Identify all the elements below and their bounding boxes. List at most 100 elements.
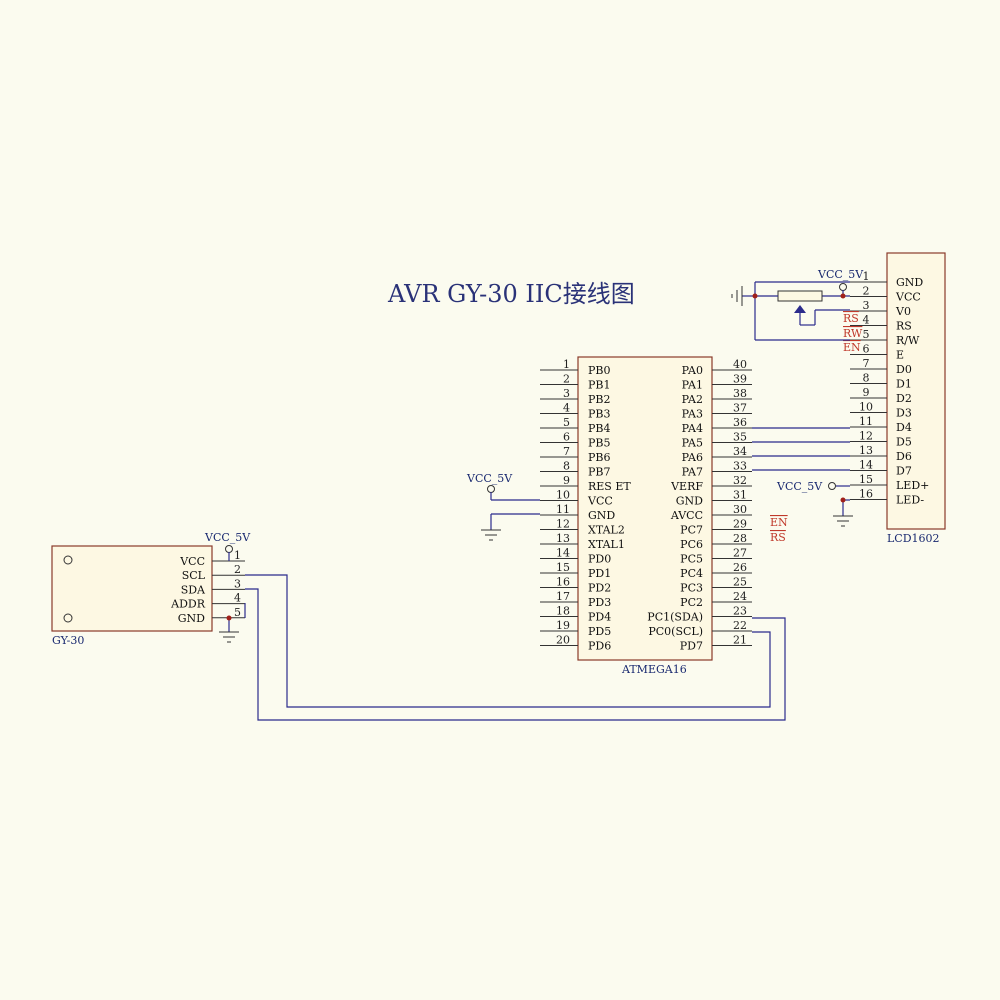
mcu-pin-31-label: GND — [676, 495, 703, 508]
lcd-pin-8-number: 8 — [863, 372, 870, 385]
mcu-pin-3-label: PB2 — [588, 393, 610, 406]
mcu-pin-27-label: PC5 — [680, 553, 703, 566]
mcu-pin-29-number: 29 — [733, 518, 747, 531]
mcu-pin-13-label: XTAL1 — [588, 538, 625, 551]
mcu-pin-29-label: PC7 — [680, 524, 703, 537]
mcu-pin-12-label: XTAL2 — [588, 524, 625, 537]
mcu-pin-3-number: 3 — [563, 387, 570, 400]
mcu-pin-5-label: PB4 — [588, 422, 610, 435]
lcd-pin-10-number: 10 — [859, 401, 873, 414]
mcu-pin-35-number: 35 — [733, 431, 747, 444]
lcd-pin-13-number: 13 — [859, 444, 873, 457]
mcu-pin-23-label: PC1(SDA) — [647, 611, 703, 624]
mcu-pin-17-number: 17 — [556, 590, 570, 603]
mcu-pin-36-number: 36 — [733, 416, 747, 429]
lcd-pin-e-label: E — [896, 349, 904, 362]
junction-led-minus — [840, 497, 846, 503]
wire-sda — [245, 588, 786, 721]
mcu-pin-24-label: PC2 — [680, 596, 703, 609]
mcu-pin-39-label: PA1 — [682, 379, 703, 392]
lcd-vcc-terminal-top — [839, 283, 847, 291]
mcu-pin-28-label: PC6 — [680, 538, 703, 551]
mcu-pin-37-label: PA3 — [682, 408, 703, 421]
mcu-pin-26-label: PC4 — [680, 567, 703, 580]
lcd-pin-d3-label: D3 — [896, 407, 912, 420]
mcu-pin-36-label: PA4 — [682, 422, 703, 435]
lcd-net-label-rw: RW — [843, 327, 863, 340]
mcu-pin-14-number: 14 — [556, 547, 570, 560]
mcu-pin-32-label: VERF — [670, 480, 703, 493]
gy30-vcc-terminal — [225, 545, 233, 553]
mcu-pin-30-number: 30 — [733, 503, 747, 516]
lcd-vcc-terminal-led — [828, 482, 836, 490]
mcu-ground-symbol — [481, 529, 501, 541]
mcu-pin-33-number: 33 — [733, 460, 747, 473]
mcu-pin-9-number: 9 — [563, 474, 570, 487]
mcu-pin-33-label: PA7 — [682, 466, 703, 479]
mcu-pin-16-number: 16 — [556, 576, 570, 589]
lcd-pin-d1-label: D1 — [896, 378, 912, 391]
mcu-pin-31-number: 31 — [733, 489, 747, 502]
junction-vcc-top — [840, 293, 846, 299]
net-label-en: EN — [770, 516, 788, 529]
gy30-pin-1-number: 1 — [234, 549, 241, 562]
mcu-pin-34-label: PA6 — [682, 451, 703, 464]
mcu-pin-21-label: PD7 — [680, 640, 703, 653]
lcd-net-label-rs: RS — [843, 312, 859, 325]
mcu-pin-5-number: 5 — [563, 416, 570, 429]
gy30-mount-hole-bottom — [63, 613, 73, 623]
mcu-pin-19-number: 19 — [556, 619, 570, 632]
mcu-pin-25-number: 25 — [733, 576, 747, 589]
lcd-ground-symbol-top — [731, 286, 743, 306]
gy30-body — [51, 545, 213, 632]
lcd-pin-3-number: 3 — [863, 299, 870, 312]
mcu-pin-18-number: 18 — [556, 605, 570, 618]
lcd-net-label-en: EN — [843, 341, 861, 354]
gy30-pin-2-number: 2 — [234, 563, 241, 576]
gy30-pin-3-number: 3 — [234, 577, 241, 590]
mcu-pin-38-number: 38 — [733, 387, 747, 400]
mcu-pin-13-number: 13 — [556, 532, 570, 545]
mcu-pin-23-number: 23 — [733, 605, 747, 618]
lcd-pin-9-number: 9 — [863, 386, 870, 399]
mcu-pin-40-number: 40 — [733, 358, 747, 371]
mcu-pin-21-number: 21 — [733, 634, 747, 647]
mcu-name: ATMEGA16 — [621, 663, 687, 676]
mcu-pin-24-number: 24 — [733, 590, 747, 603]
lcd-pin-led-label: LED+ — [896, 479, 929, 492]
gy30-pin-addr-label: ADDR — [170, 598, 206, 611]
lcd-vcc-label-led: VCC_5V — [776, 480, 823, 493]
diagram-title: AVR GY-30 IIC接线图 — [387, 280, 635, 308]
lcd-name: LCD1602 — [887, 532, 940, 545]
gy30-vcc-label: VCC_5V — [204, 531, 251, 544]
mcu-pin-40-label: PA0 — [682, 364, 703, 377]
mcu-pin-39-number: 39 — [733, 373, 747, 386]
lcd-pin-d0-label: D0 — [896, 363, 912, 376]
mcu-vcc-label: VCC_5V — [466, 472, 513, 485]
lcd-pin-14-number: 14 — [859, 459, 873, 472]
lcd-body — [886, 252, 946, 530]
mcu-pin-15-label: PD1 — [588, 567, 611, 580]
lcd-pin-d5-label: D5 — [896, 436, 912, 449]
lcd-pin-11-number: 11 — [859, 415, 873, 428]
mcu-pin-17-label: PD3 — [588, 596, 611, 609]
mcu-pin-18-label: PD4 — [588, 611, 611, 624]
lcd-pin-vcc-label: VCC — [895, 291, 921, 304]
lcd-pin-6-number: 6 — [863, 343, 870, 356]
gy30-pin-4-number: 4 — [234, 592, 241, 605]
lcd-pin-4-number: 4 — [863, 314, 870, 327]
junction-gy30-gnd — [226, 615, 232, 621]
gy30-name: GY-30 — [52, 634, 84, 647]
mcu-pin-15-number: 15 — [556, 561, 570, 574]
mcu-pin-14-label: PD0 — [588, 553, 611, 566]
mcu-body — [577, 356, 713, 661]
lcd-pin-12-number: 12 — [859, 430, 873, 443]
mcu-pin-22-label: PC0(SCL) — [648, 625, 703, 638]
